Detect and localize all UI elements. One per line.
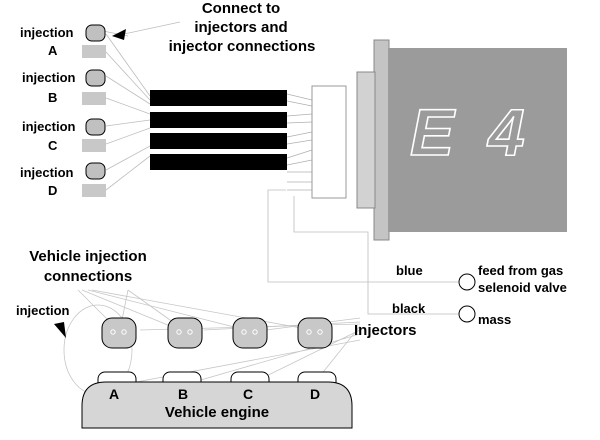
connector-d-word: injection [20, 165, 74, 180]
plug-fan-lines [286, 93, 313, 191]
output-wires [267, 189, 458, 315]
feed-destination-line-2: selenoid valve [478, 280, 567, 295]
connector-injection-c [82, 118, 106, 152]
cylinder-label-d: D [309, 386, 321, 402]
vehicle-engine-block [81, 371, 353, 429]
vehicle-section-title-2: connections [43, 268, 133, 285]
connector-c-word: injection [22, 119, 76, 134]
cylinder-label-a: A [108, 386, 120, 402]
ribbon-cables [150, 90, 287, 170]
vehicle-section-title-1: Vehicle injection [29, 248, 147, 265]
title-line-1: Connect to [201, 0, 281, 17]
ribbon-cable-3 [150, 133, 287, 149]
mass-terminal [458, 305, 476, 323]
vehicle-injector-a [101, 317, 137, 349]
unit-logo-number: 4 [487, 94, 525, 170]
connector-b-letter: B [48, 90, 58, 105]
cylinder-label-b: B [177, 386, 189, 402]
control-unit [356, 39, 567, 241]
vehicle-injector-b [167, 317, 203, 349]
ribbon-cable-2 [150, 112, 287, 128]
cylinder-label-c: C [242, 386, 254, 402]
black-wire-label: black [392, 301, 426, 316]
vehicle-injector-d [297, 317, 333, 349]
vehicle-injectors [101, 317, 333, 349]
connector-d-letter: D [48, 183, 58, 198]
injection-pointer-arrow [54, 322, 66, 338]
mass-destination: mass [478, 312, 512, 327]
vehicle-injector-c [232, 317, 268, 349]
connector-injection-a [82, 24, 106, 58]
injectors-label: Injectors [354, 322, 417, 339]
connector-plug [311, 85, 347, 199]
feed-destination-line-1: feed from gas [478, 263, 564, 278]
ribbon-cable-1 [150, 90, 287, 106]
connector-c-letter: C [48, 138, 58, 153]
blue-wire-label: blue [396, 263, 423, 278]
vehicle-injection-label: injection [16, 303, 70, 318]
connector-a-word: injection [20, 25, 74, 40]
title-line-2: injectors and [194, 19, 288, 36]
engine-label: Vehicle engine [164, 404, 270, 421]
feed-terminal [458, 273, 476, 291]
connector-a-letter: A [48, 43, 58, 58]
connector-leader-lines [97, 29, 151, 191]
unit-logo-letter: E [409, 94, 455, 170]
title-pointer-arrow [112, 21, 181, 40]
ribbon-cable-4 [150, 154, 287, 170]
connector-injection-b [82, 69, 106, 105]
connector-b-word: injection [22, 70, 76, 85]
connector-injection-d [82, 162, 106, 197]
title-line-3: injector connections [168, 38, 316, 55]
